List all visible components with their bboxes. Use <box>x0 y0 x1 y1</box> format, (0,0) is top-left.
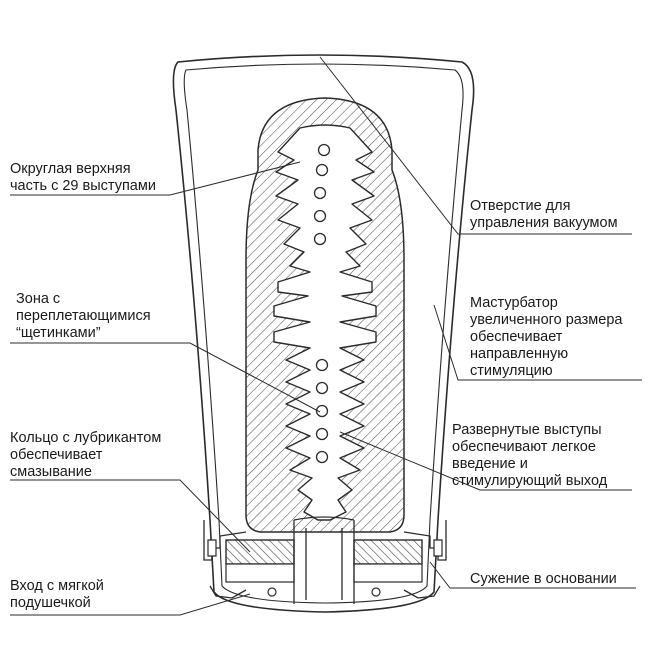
label-directed-stimulation-line-4: направленную <box>470 346 569 362</box>
label-rounded-top: Округлая верхняя часть с 29 выступами <box>10 161 156 195</box>
lubricant-ring-right <box>353 539 423 565</box>
outer-cup-outline <box>172 54 475 613</box>
base-clip-left <box>207 539 217 557</box>
leader-bristles <box>10 342 321 413</box>
leader-ring <box>10 479 251 553</box>
label-rounded-top-line-2: часть с 29 выступами <box>10 178 156 194</box>
base-clip-right <box>433 539 443 557</box>
label-reverse-nubs-line-3: введение и <box>452 456 528 472</box>
label-directed-stimulation-line-2: увеличенного размера <box>470 312 623 328</box>
base-bump-right <box>371 587 381 597</box>
label-bristle-zone: Зона с переплетающимися “щетинками” <box>16 291 151 342</box>
label-vacuum-hole-line-1: Отверстие для <box>470 198 571 214</box>
base-ring-lower-left <box>225 563 295 583</box>
label-lubricant-ring-line-1: Кольцо с лубрикантом <box>10 430 162 446</box>
base-bump-left <box>267 587 277 597</box>
leader-vacuum <box>319 56 632 235</box>
leader-reverse <box>339 431 632 491</box>
leader-lines <box>10 56 642 616</box>
label-lubricant-ring-line-3: смазывание <box>10 464 92 480</box>
inner-canal <box>273 124 377 521</box>
label-reverse-nubs: Развернутые выступы обеспечивают легкое … <box>452 422 607 490</box>
label-reverse-nubs-line-2: обеспечивают легкое <box>452 439 596 455</box>
label-directed-stimulation: Мастурбатор увеличенного размера обеспеч… <box>470 295 622 380</box>
leader-top-left <box>10 161 301 196</box>
label-directed-stimulation-line-5: стимуляцию <box>470 363 553 379</box>
label-vacuum-hole: Отверстие для управления вакуумом <box>470 198 618 232</box>
label-soft-entry-line-2: подушечкой <box>10 595 91 611</box>
label-soft-entry: Вход с мягкой подушечкой <box>10 578 104 612</box>
nub-column <box>313 143 331 464</box>
label-soft-entry-line-1: Вход с мягкой <box>10 578 104 594</box>
label-rounded-top-line-1: Округлая верхняя <box>10 161 131 177</box>
entry-opening <box>293 516 355 604</box>
label-base-narrowing-line-1: Сужение в основании <box>470 571 617 587</box>
leader-narrowing <box>429 561 636 589</box>
label-bristle-zone-line-1: Зона с <box>16 291 61 307</box>
label-bristle-zone-line-2: переплетающимися <box>16 308 151 324</box>
label-base-narrowing: Сужение в основании <box>470 571 617 588</box>
label-reverse-nubs-line-1: Развернутые выступы <box>452 422 602 438</box>
lubricant-ring-left <box>225 539 295 565</box>
leader-stimulation <box>433 304 642 381</box>
label-directed-stimulation-line-1: Мастурбатор <box>470 295 558 311</box>
label-lubricant-ring-line-2: обеспечивает <box>10 447 103 463</box>
label-reverse-nubs-line-4: стимулирующий выход <box>452 473 608 489</box>
inner-cup-outline <box>183 63 464 604</box>
base-ring-lower-right <box>353 563 423 583</box>
label-lubricant-ring: Кольцо с лубрикантом обеспечивает смазыв… <box>10 430 161 481</box>
label-vacuum-hole-line-2: управления вакуумом <box>470 215 618 231</box>
leader-entry <box>10 593 251 616</box>
label-directed-stimulation-line-3: обеспечивает <box>470 329 563 345</box>
label-bristle-zone-line-3: “щетинками” <box>16 325 101 341</box>
